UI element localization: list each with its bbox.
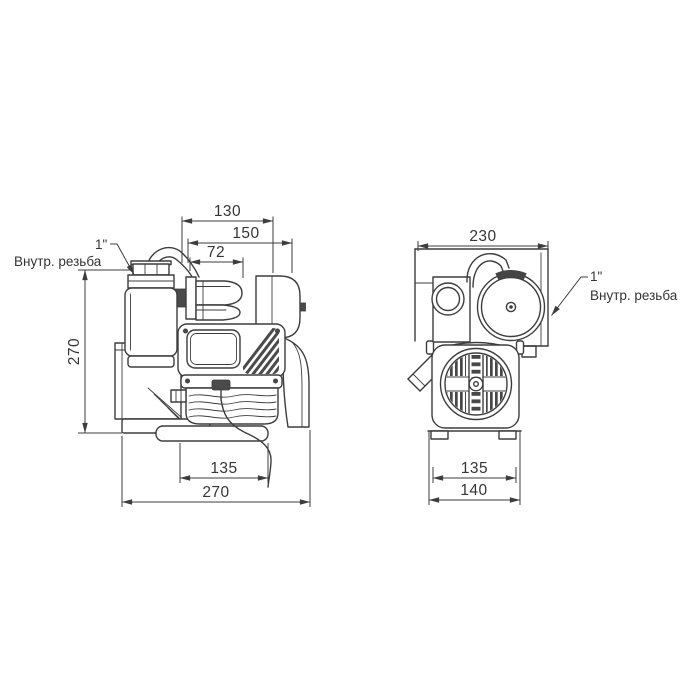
thread-label-side: Внутр. резьба [14,254,102,269]
thread-size-label-side: 1" [95,237,108,252]
display-window [186,329,241,369]
tank-support-leg [282,337,310,428]
thread-size-label-front: 1" [590,269,603,284]
dim-135-front: 135 [461,460,488,477]
cap-nut [132,263,170,276]
pressure-tank [255,275,310,428]
dim-130: 130 [214,203,241,220]
thread-leader-line-front [551,276,588,316]
fan-hub [468,376,484,392]
front-base [427,430,522,505]
dim-270-base: 270 [202,484,229,501]
tank-air-valve [299,302,306,312]
inlet-ring [431,282,465,316]
dim-135-side: 135 [210,460,237,477]
thread-leader-line [110,243,135,275]
front-hose [466,253,527,288]
motor-body [425,340,525,429]
dim-150: 150 [232,225,259,242]
side-view: 130 150 72 270 135 270 1" Внутр. резьба [14,203,311,507]
control-box [177,323,286,389]
dim-height-270: 270 [66,338,83,365]
side-view-dimensions [78,216,311,507]
dim-230: 230 [469,228,496,245]
cup-bottom [127,355,175,368]
pump-flange [185,276,197,320]
front-view: 230 135 140 1" Внутр. резьба [407,228,678,505]
dim-72: 72 [207,244,225,261]
dim-140: 140 [460,482,487,499]
cap-collar [127,274,175,289]
tank-end-circle [476,272,546,342]
pump-housing [170,379,279,425]
vent-hatching [243,328,279,374]
box-flange [180,374,283,389]
thread-label-front: Внутр. резьба [590,288,678,303]
cup-body [124,287,178,357]
ejector-assembly [173,276,243,321]
filter-cup [124,260,178,368]
base-pedestal [155,425,269,442]
hose-clamp [495,270,527,280]
pressure-switch-knob [211,379,231,391]
drain-stub [170,389,187,403]
front-view-dimensions [417,241,588,503]
power-cable [220,398,272,488]
